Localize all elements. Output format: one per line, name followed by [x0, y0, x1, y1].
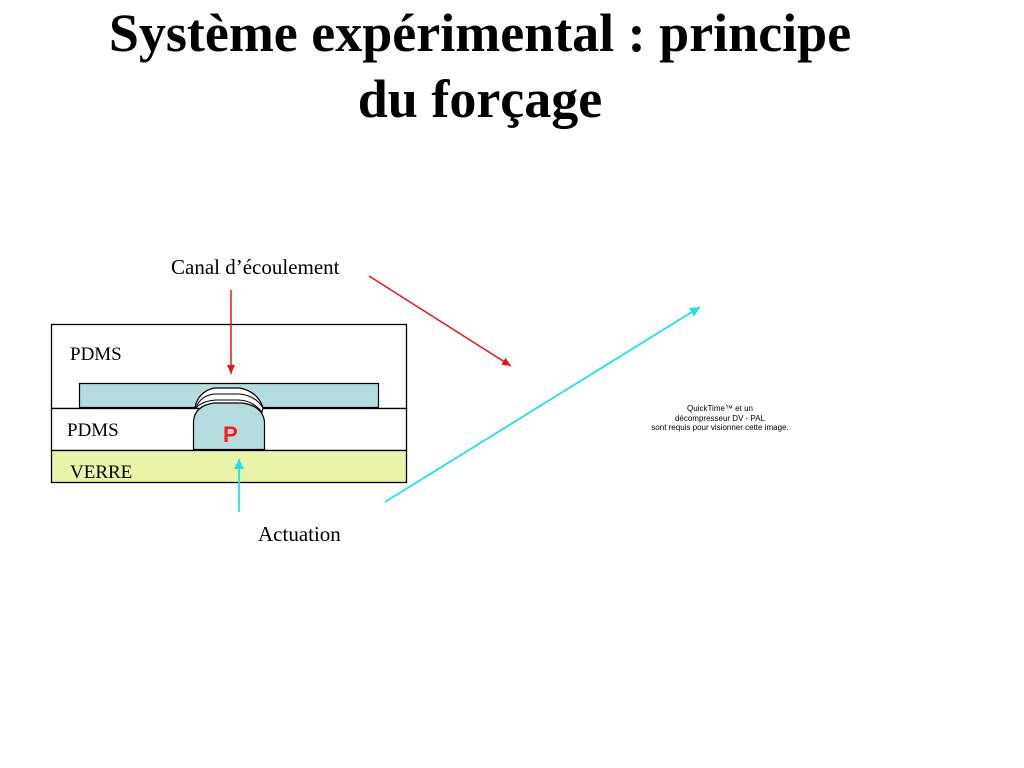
video-placeholder-line-1: QuickTime™ et un [687, 404, 753, 413]
pressure-label: P [223, 422, 238, 447]
verre-label: VERRE [70, 462, 133, 483]
glass-layer [50, 449, 408, 484]
pdms-top-label: PDMS [70, 344, 122, 365]
pressure-chamber [192, 402, 266, 451]
video-placeholder[interactable]: QuickTime™ et un décompresseur DV - PAL … [630, 404, 810, 433]
canal-label: Canal d’écoulement [171, 255, 340, 279]
slide-title-line-1: Système expérimental : principe [108, 3, 852, 63]
actuation-label: Actuation [258, 522, 341, 546]
membrane [195, 393, 264, 414]
video-placeholder-line-2: décompresseur DV - PAL [674, 413, 766, 423]
pdms-bottom-label: PDMS [67, 420, 119, 441]
actuation-arrow-diagonal [384, 306, 701, 503]
canal-arrow-diagonal [368, 275, 512, 367]
slide-title: Système expérimental : principe du força… [40, 0, 920, 132]
video-placeholder-line-3: sont requis pour visionner cette image. [651, 423, 789, 432]
slide-title-line-2: du forçage [357, 69, 603, 129]
